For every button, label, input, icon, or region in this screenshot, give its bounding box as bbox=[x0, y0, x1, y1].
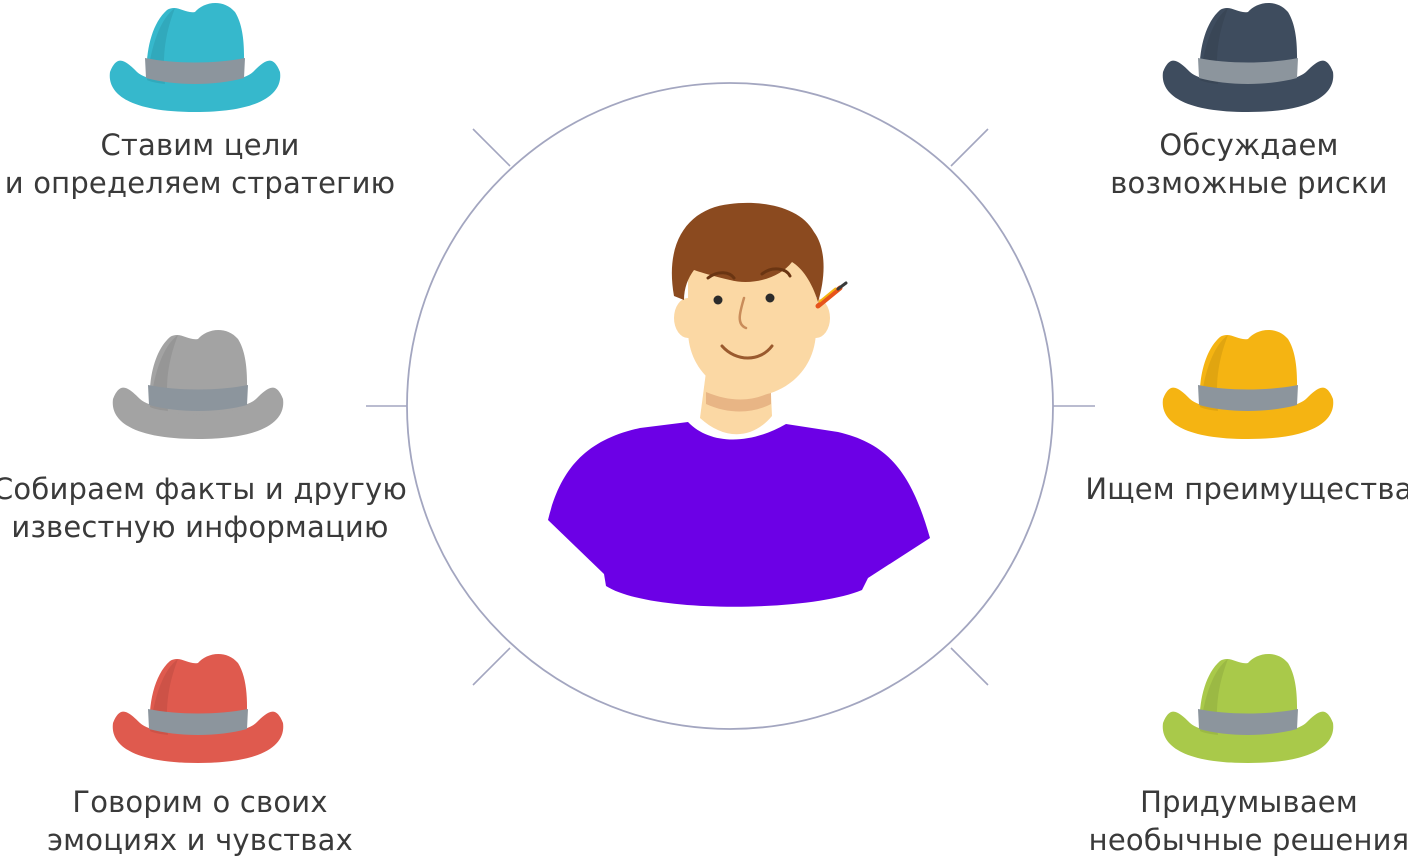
caption-white-line1: Ставим цели bbox=[100, 128, 300, 162]
green-hat-icon bbox=[1162, 653, 1334, 763]
caption-yellow-line1: Ищем преимущества bbox=[1085, 472, 1408, 506]
caption-green-hat: Придумываем необычные решения bbox=[1039, 783, 1408, 859]
pencil-icon bbox=[815, 281, 848, 309]
person-illustration bbox=[548, 202, 930, 607]
central-circle bbox=[406, 82, 1054, 730]
dark-hat-icon bbox=[1162, 2, 1334, 112]
caption-red-line1: Говорим о своих bbox=[72, 785, 328, 819]
connector-bottom-right bbox=[950, 647, 989, 686]
caption-black-hat: Обсуждаем возможные риски bbox=[1039, 126, 1408, 202]
yellow-hat-icon bbox=[1162, 329, 1334, 439]
connector-bottom-left bbox=[472, 647, 511, 686]
caption-red-line2: эмоциях и чувствах bbox=[47, 823, 353, 857]
red-hat-icon bbox=[112, 653, 284, 763]
gray-hat-icon bbox=[112, 329, 284, 439]
caption-white-line2: и определяем стратегию bbox=[4, 166, 396, 200]
caption-green-line2: необычные решения bbox=[1088, 823, 1408, 857]
connector-top-left bbox=[472, 128, 511, 167]
caption-yellow-hat: Ищем преимущества bbox=[1039, 470, 1408, 508]
caption-gray-hat: Собираем факты и другую известную информ… bbox=[0, 470, 410, 546]
connector-top-right bbox=[950, 128, 989, 167]
person-shirt bbox=[548, 422, 930, 607]
caption-gray-line2: известную информацию bbox=[11, 510, 389, 544]
caption-white-hat: Ставим цели и определяем стратегию bbox=[0, 126, 410, 202]
caption-red-hat: Говорим о своих эмоциях и чувствах bbox=[0, 783, 410, 859]
caption-black-line2: возможные риски bbox=[1110, 166, 1388, 200]
caption-black-line1: Обсуждаем bbox=[1159, 128, 1339, 162]
caption-gray-line1: Собираем факты и другую bbox=[0, 472, 408, 506]
connector-lines bbox=[366, 128, 1095, 686]
blue-hat-icon bbox=[109, 2, 281, 112]
person-hair bbox=[671, 202, 824, 302]
caption-green-line1: Придумываем bbox=[1140, 785, 1358, 819]
